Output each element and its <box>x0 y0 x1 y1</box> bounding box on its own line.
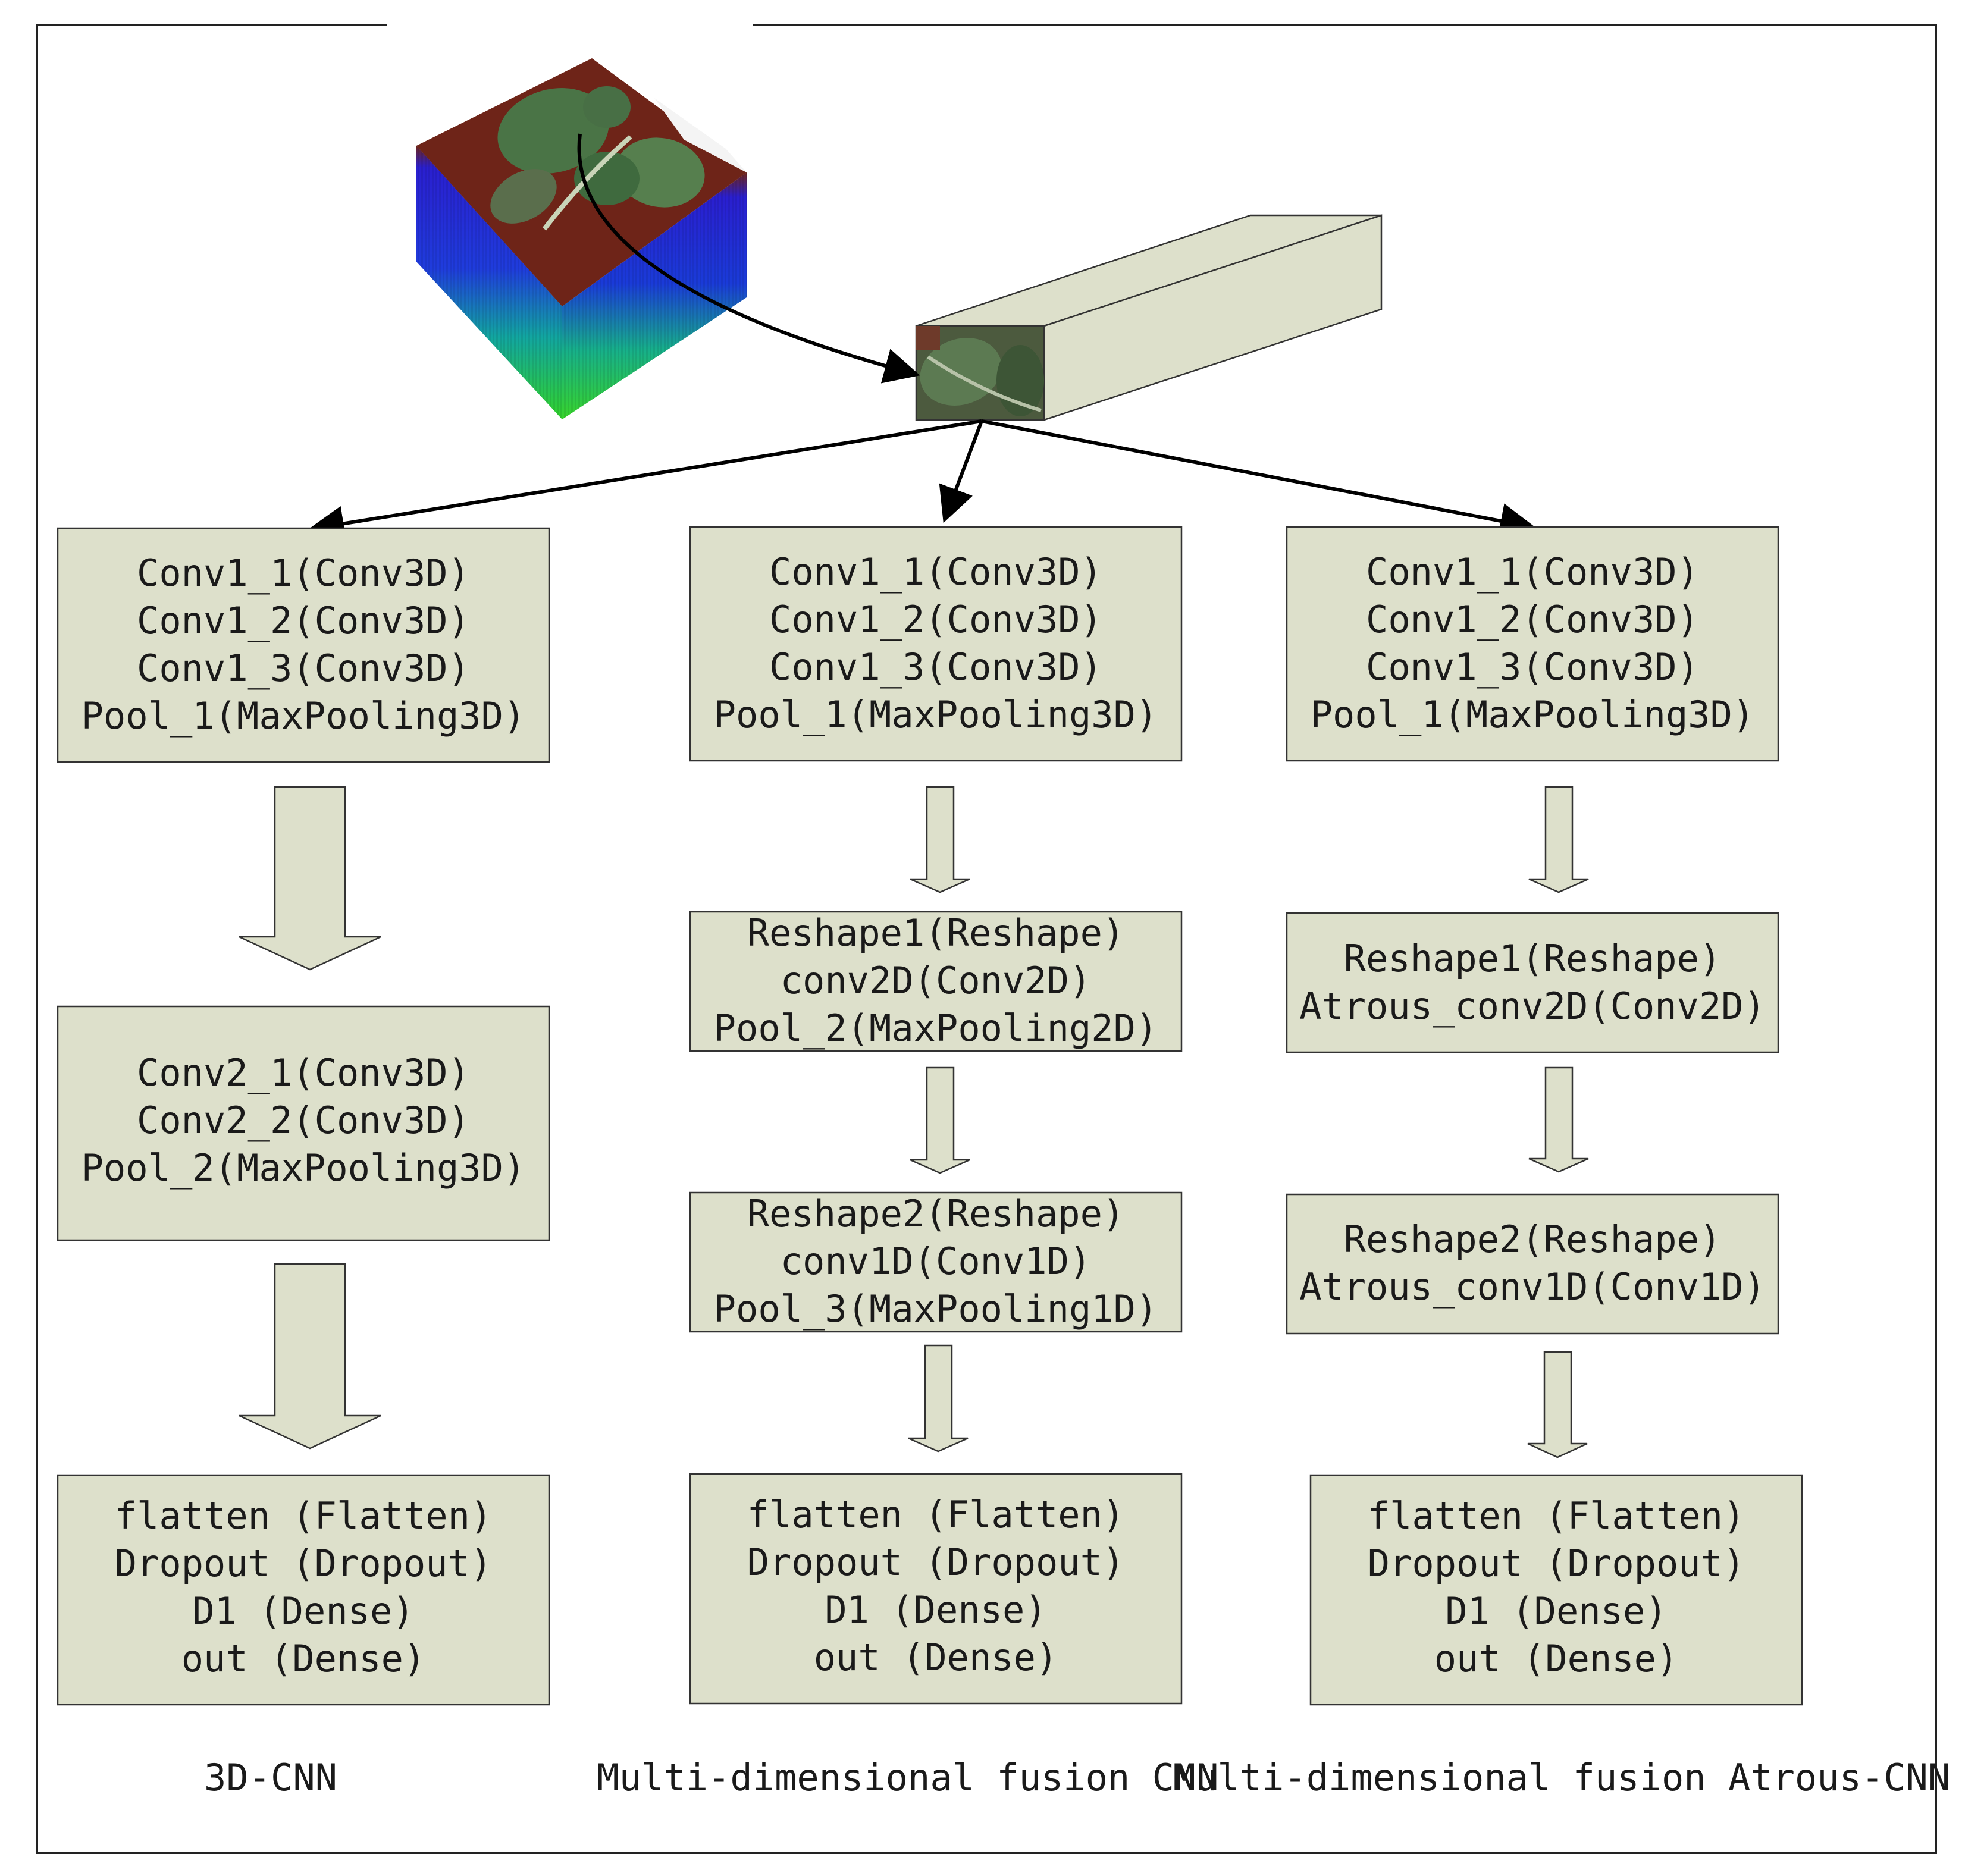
branch-arrow-middle <box>939 420 983 523</box>
layer-label: Reshape2(Reshape) <box>747 1192 1125 1235</box>
layer-block: flatten (Flatten) Dropout (Dropout) D1 (… <box>1309 1474 1803 1706</box>
spectral-prism <box>915 214 1383 421</box>
flow-arrows <box>239 786 1589 1458</box>
layer-block: Reshape1(Reshape) conv2D(Conv2D) Pool_2(… <box>689 911 1183 1052</box>
layer-label: out (Dense) <box>1434 1637 1679 1680</box>
layer-label: Conv1_1(Conv3D) <box>769 550 1102 594</box>
column-caption: Multi-dimensional fusion Atrous-CNN <box>1173 1756 1950 1799</box>
layer-label: out (Dense) <box>814 1636 1058 1679</box>
layer-label: Conv2_2(Conv3D) <box>137 1099 470 1142</box>
layer-label: Conv1_2(Conv3D) <box>1366 598 1699 641</box>
layer-label: Pool_2(MaxPooling3D) <box>82 1146 526 1190</box>
flow-arrow <box>910 1066 970 1174</box>
layer-block: Conv1_1(Conv3D) Conv1_2(Conv3D) Conv1_3(… <box>689 526 1183 762</box>
layer-label: Conv1_1(Conv3D) <box>1366 550 1699 594</box>
layer-label: Atrous_conv1D(Conv1D) <box>1299 1265 1766 1309</box>
cube-top-corner-white <box>654 98 747 172</box>
layer-block: flatten (Flatten) Dropout (Dropout) D1 (… <box>57 1474 550 1706</box>
branch-arrow-right <box>981 419 1536 539</box>
layer-label: Dropout (Dropout) <box>747 1541 1125 1584</box>
layer-label: flatten (Flatten) <box>1368 1494 1745 1538</box>
layer-block: Conv1_1(Conv3D) Conv1_2(Conv3D) Conv1_3(… <box>1286 526 1779 762</box>
layer-label: Dropout (Dropout) <box>1368 1542 1745 1585</box>
column-caption: Multi-dimensional fusion CNN <box>597 1756 1218 1799</box>
layer-label: Reshape1(Reshape) <box>1344 937 1722 980</box>
branch-arrows <box>308 419 1536 542</box>
layer-block: Reshape2(Reshape) conv1D(Conv1D) Pool_3(… <box>689 1191 1183 1333</box>
layer-label: D1 (Dense) <box>1445 1589 1667 1633</box>
leaf-on-cube-icon <box>490 86 705 231</box>
flow-arrow <box>1527 1351 1588 1458</box>
layer-label: Conv2_1(Conv3D) <box>137 1051 470 1094</box>
layer-label: Pool_3(MaxPooling1D) <box>714 1287 1158 1331</box>
layer-label: Atrous_conv2D(Conv2D) <box>1299 984 1766 1028</box>
flow-arrow <box>1528 1066 1589 1173</box>
layer-label: Conv1_3(Conv3D) <box>769 645 1102 689</box>
layer-label: flatten (Flatten) <box>115 1494 493 1538</box>
flow-arrow <box>910 786 970 893</box>
layer-label: Conv1_3(Conv3D) <box>1366 645 1699 689</box>
column-fusion-atrous-cnn: Conv1_1(Conv3D) Conv1_2(Conv3D) Conv1_3(… <box>1173 526 1950 1799</box>
layer-label: Pool_1(MaxPooling3D) <box>714 693 1158 736</box>
layer-block: Conv1_1(Conv3D) Conv1_2(Conv3D) Conv1_3(… <box>57 527 550 763</box>
layer-label: Conv1_2(Conv3D) <box>769 598 1102 641</box>
layer-label: flatten (Flatten) <box>747 1493 1125 1536</box>
flow-arrow <box>239 1263 381 1450</box>
layer-label: Pool_1(MaxPooling3D) <box>1311 693 1755 736</box>
layer-label: Dropout (Dropout) <box>115 1542 493 1585</box>
layer-block: Reshape1(Reshape) Atrous_conv2D(Conv2D) <box>1286 912 1779 1053</box>
layer-block: Reshape2(Reshape) Atrous_conv1D(Conv1D) <box>1286 1193 1779 1335</box>
layer-block: Conv2_1(Conv3D) Conv2_2(Conv3D) Pool_2(M… <box>57 1005 550 1241</box>
layer-label: out (Dense) <box>181 1637 426 1680</box>
column-3d-cnn: Conv1_1(Conv3D) Conv1_2(Conv3D) Conv1_3(… <box>57 527 550 1799</box>
extract-arrow <box>577 133 920 384</box>
hyperspectral-cube <box>416 58 747 419</box>
layer-block: flatten (Flatten) Dropout (Dropout) D1 (… <box>689 1473 1183 1705</box>
flow-arrow <box>908 1344 969 1453</box>
layer-label: conv2D(Conv2D) <box>781 959 1092 1002</box>
layer-label: D1 (Dense) <box>192 1589 414 1633</box>
flow-arrow <box>1528 786 1589 893</box>
layer-label: conv1D(Conv1D) <box>781 1240 1092 1283</box>
layer-label: Reshape1(Reshape) <box>747 911 1125 955</box>
layer-label: Conv1_3(Conv3D) <box>137 647 470 690</box>
outer-frame <box>36 24 1937 1854</box>
layer-label: Conv1_1(Conv3D) <box>137 551 470 595</box>
branch-arrow-left <box>308 419 982 542</box>
layer-label: Pool_1(MaxPooling3D) <box>82 694 526 738</box>
column-fusion-cnn: Conv1_1(Conv3D) Conv1_2(Conv3D) Conv1_3(… <box>597 526 1219 1799</box>
layer-label: Reshape2(Reshape) <box>1344 1218 1722 1261</box>
layer-label: Pool_2(MaxPooling2D) <box>714 1006 1158 1050</box>
flow-arrow <box>239 786 381 971</box>
column-caption: 3D-CNN <box>204 1756 337 1799</box>
layer-label: D1 (Dense) <box>825 1588 1046 1632</box>
leaf-patch-icon <box>916 326 1044 416</box>
layer-label: Conv1_2(Conv3D) <box>137 599 470 642</box>
